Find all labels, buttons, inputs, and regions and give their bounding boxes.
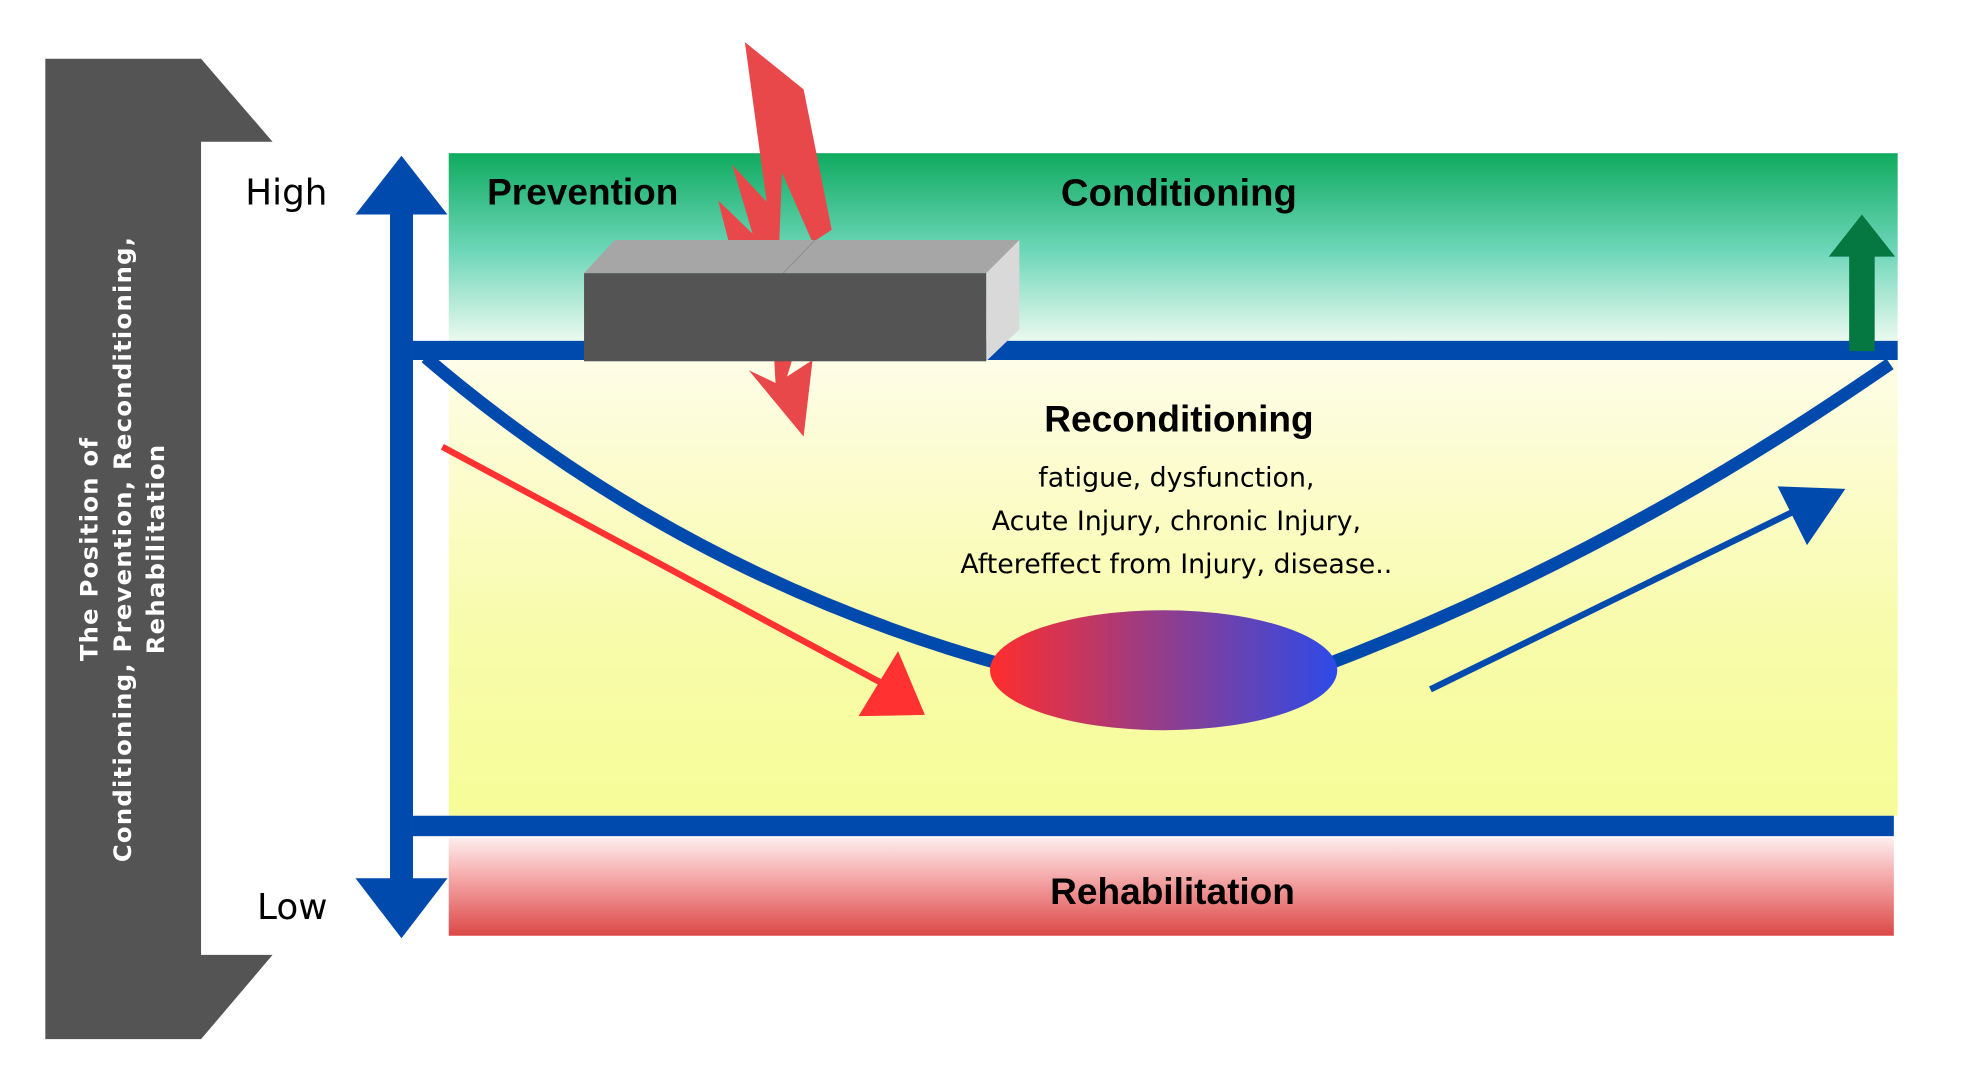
high-label: High [245,172,327,213]
lightning-bolt-icon [718,42,832,243]
lower-threshold-line [412,815,1894,837]
improvement-up-arrow [1828,214,1896,352]
prevention-barrier-block [584,239,1020,362]
bracket-shape [45,58,273,1040]
prevention-label: Prevention [487,170,678,212]
injury-state-oval [990,610,1338,731]
reconditioning-detail-3: Aftereffect from Injury, disease.. [960,549,1392,580]
rehabilitation-band [448,837,1894,936]
low-label: Low [257,887,327,928]
decline-arrow [440,443,925,717]
side-bracket: The Position of Conditioning, Prevention… [45,58,273,1040]
high-low-axis-arrow [355,155,448,939]
side-title-line-3: Rehabilitation [141,444,170,655]
reconditioning-band [448,358,1898,816]
rehabilitation-label: Rehabilitation [1050,870,1295,912]
recovery-arrow [1429,486,1846,693]
side-title-line-2: Conditioning, Prevention, Reconditioning… [108,236,137,862]
reconditioning-label: Reconditioning [1044,397,1313,439]
side-title-line-1: The Position of [75,437,104,662]
reconditioning-detail-1: fatigue, dysfunction, [1038,462,1314,493]
conditioning-label: Conditioning [1061,172,1297,215]
side-title: The Position of Conditioning, Prevention… [75,236,170,862]
reconditioning-detail-2: Acute Injury, chronic Injury, [992,506,1361,537]
lightning-bolt-tip-icon [748,360,813,437]
